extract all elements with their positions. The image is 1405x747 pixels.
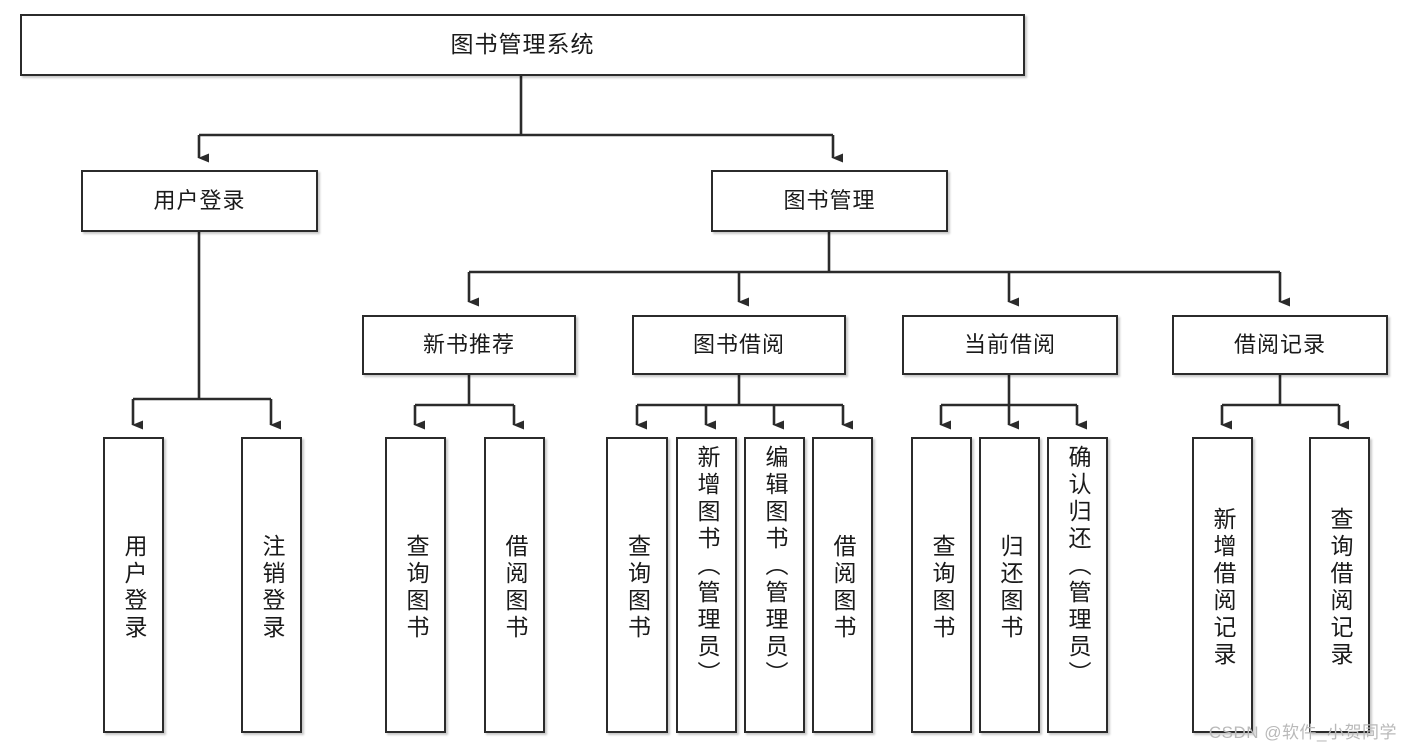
node-label: 查询图书 — [403, 534, 429, 642]
node-label: 当前借阅 — [963, 332, 1056, 358]
node-label: 注销登录 — [259, 534, 285, 642]
node-book-borrowing[interactable]: 图书借阅 — [632, 315, 846, 375]
node-label: 用户登录 — [121, 534, 147, 642]
node-borrow-records[interactable]: 借阅记录 — [1172, 315, 1388, 375]
watermark-csdn: CSDN @软件_小贺同学 — [1208, 723, 1397, 742]
node-new-book-recommendation[interactable]: 新书推荐 — [362, 315, 576, 375]
leaf-record-query-borrow-record[interactable]: 查询借阅记录 — [1309, 437, 1370, 733]
leaf-borrow-borrow-book[interactable]: 借阅图书 — [812, 437, 873, 733]
leaf-user-login-login[interactable]: 用户登录 — [103, 437, 164, 733]
node-label: 图书借阅 — [692, 332, 785, 358]
node-label: 借阅图书 — [830, 534, 856, 642]
leaf-borrow-add-book-admin[interactable]: 新增图书（管理员） — [676, 437, 737, 733]
node-label: 查询借阅记录 — [1327, 507, 1353, 669]
leaf-current-confirm-return-admin[interactable]: 确认归还（管理员） — [1047, 437, 1108, 733]
node-label: 图书管理 — [783, 188, 876, 214]
leaf-new-book-borrow-book[interactable]: 借阅图书 — [484, 437, 545, 733]
leaf-record-add-borrow-record[interactable]: 新增借阅记录 — [1192, 437, 1253, 733]
node-label: 查询图书 — [929, 534, 955, 642]
node-book-management[interactable]: 图书管理 — [711, 170, 948, 232]
node-label: 归还图书 — [997, 534, 1023, 642]
node-label: 新书推荐 — [422, 332, 515, 358]
leaf-borrow-query-book[interactable]: 查询图书 — [606, 437, 668, 733]
node-label: 图书管理系统 — [450, 31, 595, 58]
node-label: 编辑图书（管理员） — [762, 445, 788, 688]
node-label: 新增借阅记录 — [1210, 507, 1236, 669]
leaf-current-query-book[interactable]: 查询图书 — [911, 437, 972, 733]
node-current-borrowing[interactable]: 当前借阅 — [902, 315, 1118, 375]
leaf-new-book-query-book[interactable]: 查询图书 — [385, 437, 446, 733]
node-user-login[interactable]: 用户登录 — [81, 170, 318, 232]
node-label: 借阅图书 — [502, 534, 528, 642]
leaf-borrow-edit-book-admin[interactable]: 编辑图书（管理员） — [744, 437, 805, 733]
node-label: 确认归还（管理员） — [1065, 445, 1091, 688]
node-label: 新增图书（管理员） — [694, 445, 720, 688]
leaf-current-return-book[interactable]: 归还图书 — [979, 437, 1040, 733]
node-label: 借阅记录 — [1233, 332, 1326, 358]
leaf-user-login-logout[interactable]: 注销登录 — [241, 437, 302, 733]
node-label: 用户登录 — [153, 188, 246, 214]
node-label: 查询图书 — [624, 534, 651, 642]
node-root-library-management-system[interactable]: 图书管理系统 — [20, 14, 1025, 76]
